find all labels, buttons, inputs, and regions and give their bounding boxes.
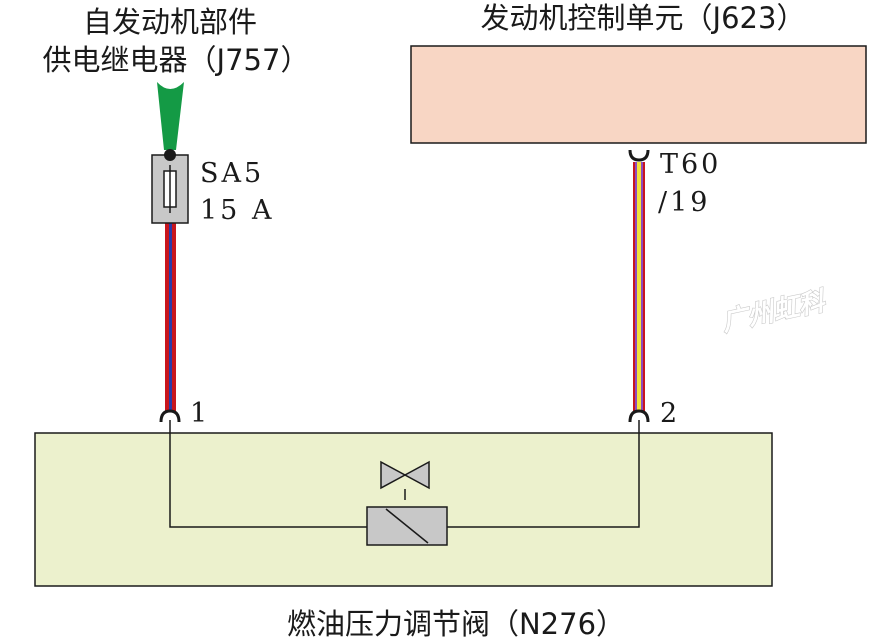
- pin-2-connector: [628, 409, 650, 423]
- ecu-pin-sublabel: /19: [658, 187, 710, 218]
- fuse-rating: 15 A: [200, 195, 274, 226]
- wire-right-stripe: [643, 162, 645, 412]
- wire-right-stripe: [633, 162, 635, 412]
- pin-1-label: 1: [190, 398, 207, 429]
- wire-right-stripe: [637, 162, 641, 412]
- ecu-box: [410, 45, 867, 144]
- wire-left-stripe: [165, 222, 169, 412]
- relay-label-line1: 自发动机部件: [83, 5, 257, 39]
- wire-left-stripe: [172, 222, 176, 412]
- valve-icon: [380, 460, 430, 490]
- internal-wire-right: [447, 420, 640, 528]
- solenoid: [366, 506, 448, 546]
- relay-label-line2: 供电继电器（J757）: [43, 43, 310, 77]
- wire-right: [633, 162, 645, 412]
- valve-label: 燃油压力调节阀（N276）: [287, 607, 625, 641]
- wire-right-stripe: [635, 162, 637, 412]
- pin-1-connector: [159, 409, 181, 423]
- wire-left: [165, 222, 176, 412]
- ecu-label: 发动机控制单元（J623）: [481, 1, 806, 35]
- fuse-name: SA5: [200, 158, 264, 189]
- fuse: [151, 149, 189, 224]
- wire-left-stripe: [169, 222, 172, 412]
- solenoid-winding: [385, 508, 429, 544]
- ecu-pin-connector: [628, 149, 650, 162]
- internal-wire-left: [169, 420, 367, 528]
- wire-right-stripe: [641, 162, 643, 412]
- ecu-pin-label: T60: [660, 149, 721, 180]
- fuse-node: [164, 149, 176, 161]
- relay-feed-connector: [157, 82, 184, 150]
- watermark: 广州虹科: [719, 286, 829, 337]
- pin-2-label: 2: [660, 398, 677, 429]
